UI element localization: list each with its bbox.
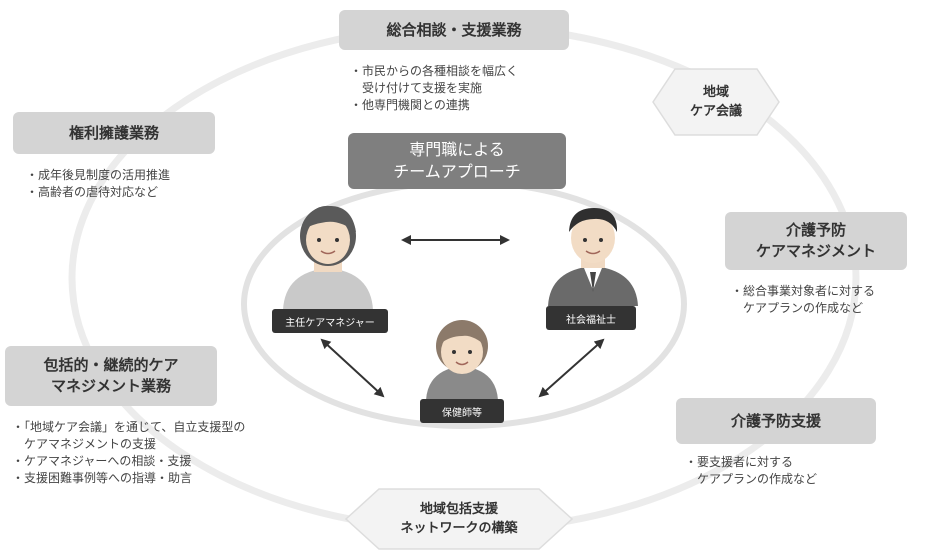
bullet: ・高齢者の虐待対応など xyxy=(26,185,159,199)
bullet: ・「地域ケア会議」を通じて、自立支援型の xyxy=(12,420,246,434)
role-label-social-worker: 社会福祉士 xyxy=(546,306,636,330)
role-label-chief-care-manager: 主任ケアマネジャー xyxy=(272,309,388,333)
role-label-public-health-nurse: 保健師等 xyxy=(420,399,504,423)
hex-regional-care-meeting: 地域 ケア会議 xyxy=(689,85,742,119)
bullet: ケアプランの作成など xyxy=(731,301,864,315)
bullet: 受け付けて支援を実施 xyxy=(350,81,483,95)
task-preventive-care-management: 介護予防 ケアマネジメント xyxy=(725,212,907,270)
bullet: ・成年後見制度の活用推進 xyxy=(26,168,171,182)
arrow-socialworker-nurse xyxy=(538,338,605,398)
public-health-nurse-illustration xyxy=(426,320,498,400)
bullet: ・ケアマネジャーへの相談・支援 xyxy=(12,454,192,468)
bullet: ・他専門機関との連携 xyxy=(350,98,470,112)
social-worker-illustration xyxy=(548,208,638,306)
task-comprehensive-care-management: 包括的・継続的ケア マネジメント業務 xyxy=(5,346,217,406)
rights-advocacy-bullets: ・成年後見制度の活用推進 ・高齢者の虐待対応など xyxy=(26,167,170,201)
hex-border-network xyxy=(345,488,573,550)
preventive-care-management-bullets: ・総合事業対象者に対する ケアプランの作成など xyxy=(731,283,875,317)
bullet: ・市民からの各種相談を幅広く xyxy=(350,64,519,78)
team-approach-title: 専門職による チームアプローチ xyxy=(348,133,566,189)
bullet: ケアプランの作成など xyxy=(685,472,818,486)
hex-border-care-meeting xyxy=(652,68,780,136)
arrow-caremanager-nurse xyxy=(320,338,385,398)
task-preventive-support: 介護予防支援 xyxy=(676,398,876,444)
bullet: ケアマネジメントの支援 xyxy=(12,437,157,451)
hex-network-building: 地域包括支援 ネットワークの構築 xyxy=(400,502,518,536)
preventive-support-bullets: ・要支援者に対する ケアプランの作成など xyxy=(685,454,817,488)
comprehensive-care-management-bullets: ・「地域ケア会議」を通じて、自立支援型の ケアマネジメントの支援 ・ケアマネジャ… xyxy=(12,419,245,487)
bullet: ・支援困難事例等への指導・助言 xyxy=(12,471,193,485)
general-consultation-bullets: ・市民からの各種相談を幅広く 受け付けて支援を実施 ・他専門機関との連携 xyxy=(350,63,518,114)
bullet: ・要支援者に対する xyxy=(685,455,794,469)
task-general-consultation: 総合相談・支援業務 xyxy=(339,10,569,50)
task-rights-advocacy: 権利擁護業務 xyxy=(13,112,215,154)
bullet: ・総合事業対象者に対する xyxy=(731,284,876,298)
chief-care-manager-illustration xyxy=(283,205,373,310)
